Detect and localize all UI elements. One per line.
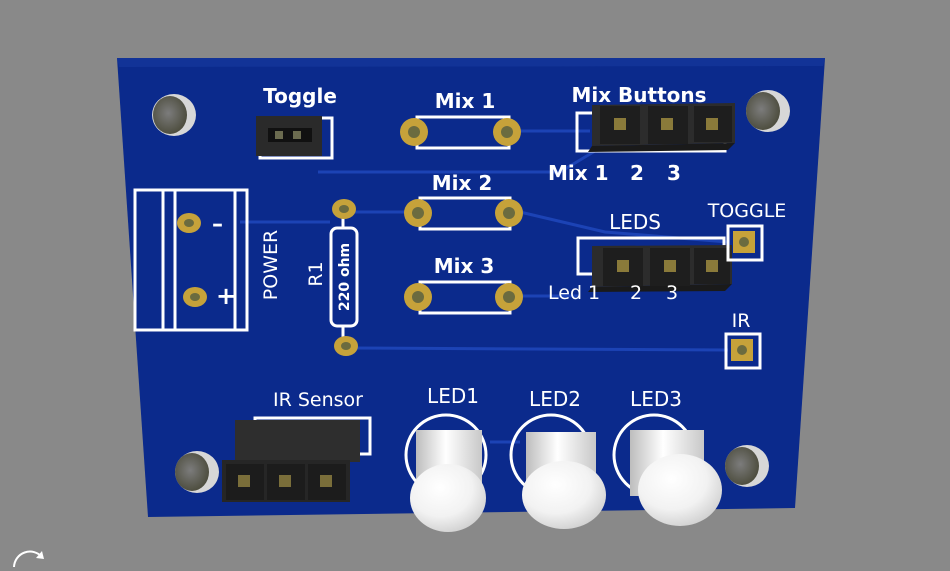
mix3-switch[interactable]	[404, 280, 523, 315]
pcb-board	[117, 58, 825, 517]
led-row-label: Led 1	[548, 282, 600, 304]
mix1-label: Mix 1	[435, 89, 496, 113]
ir-pad[interactable]	[724, 332, 762, 370]
mix-3-label: 3	[667, 161, 681, 185]
mix2-switch[interactable]	[404, 196, 523, 231]
toggle-connector[interactable]	[256, 116, 334, 160]
led1-label: LED1	[427, 384, 479, 408]
mix1-switch[interactable]	[400, 115, 521, 150]
led2[interactable]	[509, 413, 606, 529]
mix2-label: Mix 2	[432, 171, 493, 195]
mix-row-label: Mix 1	[548, 161, 609, 185]
toggle-pad[interactable]	[726, 224, 764, 262]
ir-sensor-header[interactable]	[222, 416, 372, 502]
leds-header[interactable]	[576, 236, 732, 292]
mix-buttons-label: Mix Buttons	[571, 83, 706, 107]
power-terminal[interactable]	[133, 188, 249, 332]
r1-value-label: 220 ohm	[337, 243, 353, 311]
led-3-label: 3	[666, 282, 678, 304]
mounting-holes	[152, 90, 790, 493]
ir-pad-label: IR	[732, 310, 751, 332]
led3[interactable]	[612, 413, 722, 526]
led3-label: LED3	[630, 387, 682, 411]
rotate-view-icon[interactable]	[6, 543, 46, 567]
r1-label: R1	[305, 261, 327, 286]
led2-label: LED2	[529, 387, 581, 411]
ir-sensor-label: IR Sensor	[273, 389, 363, 411]
mix-2-label: 2	[630, 161, 644, 185]
mix3-label: Mix 3	[434, 254, 495, 278]
mix-buttons-header[interactable]	[575, 103, 735, 153]
led-2-label: 2	[630, 282, 642, 304]
toggle-pad-label: TOGGLE	[707, 200, 787, 222]
power-label: POWER	[260, 230, 282, 300]
minus-label: –	[212, 212, 223, 237]
toggle-label: Toggle	[263, 84, 337, 108]
r1-resistor[interactable]	[329, 199, 359, 356]
leds-label: LEDS	[609, 210, 661, 234]
led1[interactable]	[404, 413, 488, 532]
plus-label: +	[216, 282, 236, 310]
